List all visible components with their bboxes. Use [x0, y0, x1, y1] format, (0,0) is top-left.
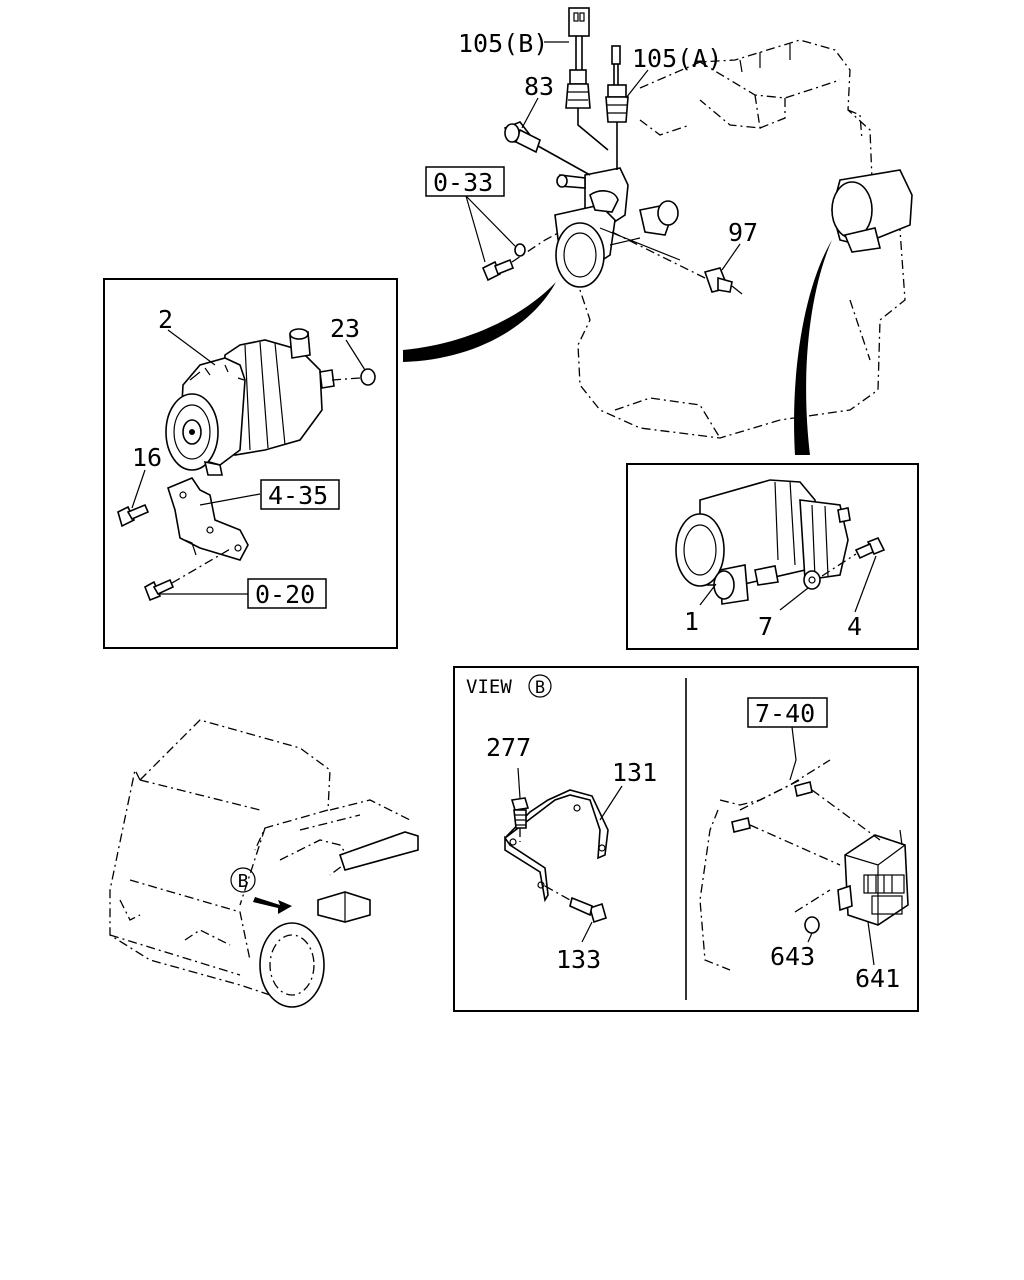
label-131: 131 [612, 758, 657, 787]
label-97: 97 [728, 218, 758, 247]
label-23: 23 [330, 314, 360, 343]
sender-105b [565, 7, 609, 151]
ref-box-020 [247, 578, 327, 609]
alternator [165, 328, 335, 476]
bolt-16 [117, 503, 150, 528]
starter-motor [675, 479, 851, 605]
truck [109, 719, 419, 1008]
label-643: 643 [770, 942, 815, 971]
alternator-inset-box [103, 278, 398, 649]
label-view: VIEW [466, 676, 512, 698]
label-033: 0-33 [433, 168, 493, 197]
sender-105a [605, 45, 629, 170]
controller-641 [699, 759, 909, 971]
nut-7 [803, 570, 821, 590]
label-truck-marker: B [238, 871, 249, 892]
bolt-4 [821, 536, 886, 577]
engine-block [577, 39, 906, 439]
label-641: 641 [855, 964, 900, 993]
label-105a: 105(A) [632, 44, 722, 73]
label-435: 4-35 [268, 481, 328, 510]
leader-to-starter-box [794, 240, 832, 455]
label-020: 0-20 [255, 580, 315, 609]
label-740: 7-40 [755, 699, 815, 728]
nut-23 [331, 368, 376, 386]
view-b-box [453, 666, 919, 1012]
label-view-letter: B [535, 678, 545, 698]
truck-marker-circle [230, 867, 256, 893]
bolt-020 [144, 547, 233, 602]
leader-to-alternator-box [403, 282, 556, 362]
thermostat-housing [554, 167, 681, 288]
label-1: 1 [684, 607, 699, 636]
view-b-circle [528, 674, 552, 698]
bolt-277 [510, 797, 530, 842]
label-105b: 105(B) [458, 29, 548, 58]
sender-97 [611, 231, 743, 295]
ref-box-033 [425, 166, 505, 197]
ref-box-435 [260, 479, 340, 510]
sender-83 [503, 121, 591, 176]
engine-starter-outline [831, 169, 913, 253]
leader-lines [131, 41, 877, 966]
label-83: 83 [524, 72, 554, 101]
nut-643 [804, 916, 820, 934]
label-277: 277 [486, 733, 531, 762]
label-16: 16 [132, 443, 162, 472]
bolt-washer-033 [481, 231, 561, 282]
label-133: 133 [556, 945, 601, 974]
label-7: 7 [758, 612, 773, 641]
ref-box-740 [747, 697, 828, 728]
label-2: 2 [158, 305, 173, 334]
bracket-435 [167, 477, 249, 561]
starter-inset-box [626, 463, 919, 650]
label-4: 4 [847, 612, 862, 641]
bolt-133 [544, 885, 607, 924]
bracket-131 [504, 789, 609, 903]
